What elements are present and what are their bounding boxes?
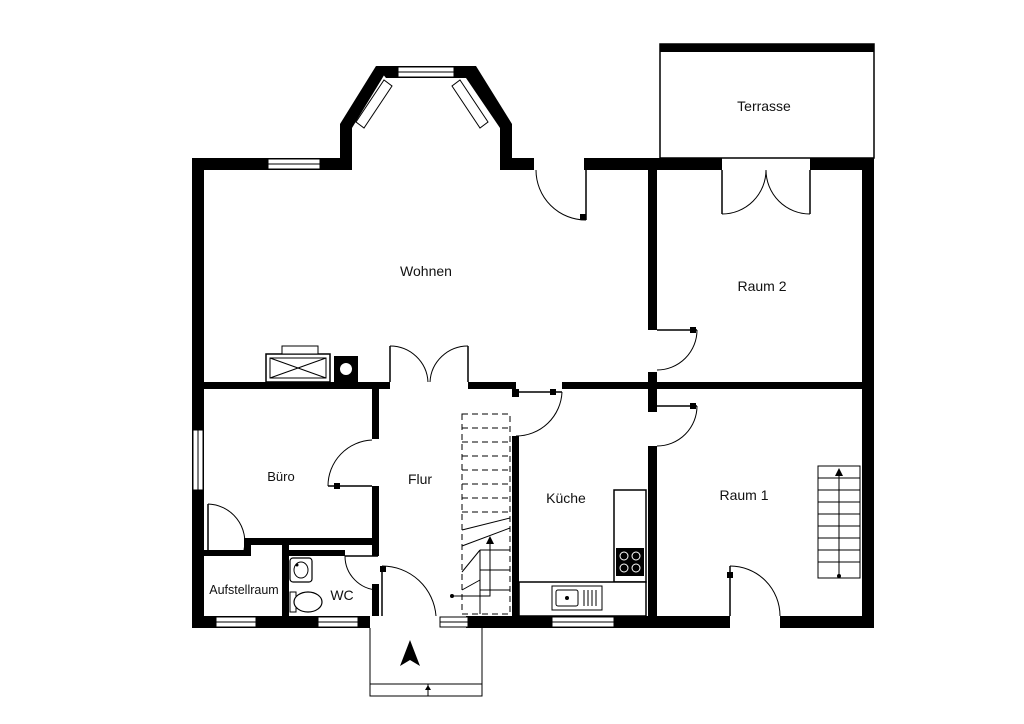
label-raum2: Raum 2: [737, 278, 786, 294]
label-wc: WC: [330, 587, 353, 603]
interior-walls: [204, 170, 862, 616]
label-wohnen: Wohnen: [400, 263, 452, 279]
label-flur: Flur: [408, 471, 432, 487]
label-kueche: Küche: [546, 490, 586, 506]
kitchen-counter: [518, 489, 647, 617]
label-terrasse: Terrasse: [737, 98, 791, 114]
label-buero: Büro: [267, 469, 294, 484]
doors: [207, 169, 811, 617]
staircase-flur: [450, 413, 511, 615]
fireplace: [265, 345, 358, 383]
entry-landing: [369, 628, 483, 697]
terrace: [659, 43, 875, 159]
room-labels: Terrasse Wohnen Raum 2 Büro Flur Küche R…: [209, 98, 791, 603]
north-arrow-icon: [400, 640, 420, 666]
wc-fixtures: [289, 557, 323, 613]
label-aufstellraum: Aufstellraum: [209, 583, 278, 597]
windows: [192, 66, 615, 628]
staircase-raum1: [817, 465, 861, 579]
label-raum1: Raum 1: [719, 487, 768, 503]
